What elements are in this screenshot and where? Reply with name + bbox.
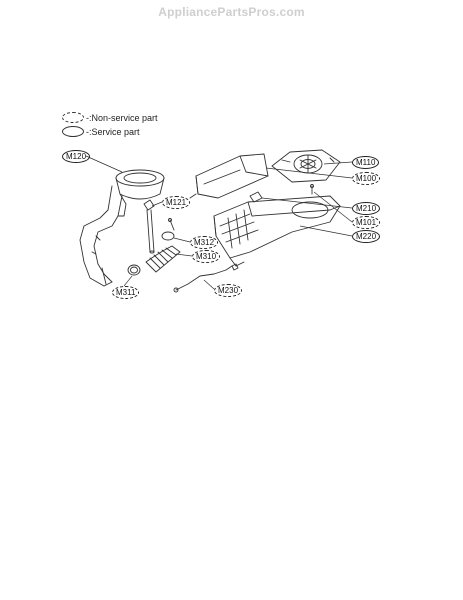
callout-m230: M230 [214, 284, 243, 297]
legend-service: -:Service part [62, 126, 140, 137]
dashed-oval-icon [62, 112, 84, 123]
callout-m100: M100 [352, 172, 381, 185]
callout-m220: M220 [352, 230, 381, 243]
legend-non-service-label: -:Non-service part [86, 112, 158, 123]
solid-oval-icon [62, 126, 84, 137]
part-m220-housing [213, 195, 341, 267]
callout-m101: M101 [352, 216, 381, 229]
part-m121-clip [143, 199, 155, 211]
callout-m312: M312 [190, 236, 219, 249]
leader-m310 [175, 253, 193, 257]
part-m310-hose [145, 245, 181, 273]
callout-m120: M120 [62, 150, 91, 163]
leader-m120 [85, 155, 123, 173]
leader-m121 [151, 201, 163, 207]
leader-m220 [299, 225, 353, 237]
callout-m311: M311 [112, 286, 140, 299]
part-m312-ring [161, 218, 175, 241]
callout-m310: M310 [192, 250, 221, 263]
leader-m101 [313, 191, 353, 223]
part-m311-clamp [127, 264, 141, 276]
legend-non-service: -:Non-service part [62, 112, 158, 123]
part-rod [146, 209, 155, 254]
leader-m230 [203, 279, 215, 290]
leader-m100 [265, 167, 353, 179]
callout-m210: M210 [352, 202, 381, 215]
part-m110-blower [271, 149, 341, 183]
leader-m110 [323, 161, 353, 165]
callout-m121: M121 [162, 196, 191, 209]
leader-m311 [123, 275, 133, 287]
part-m120-duct [79, 169, 165, 287]
part-m100-cover [189, 153, 269, 199]
watermark: AppliancePartsPros.com [158, 5, 305, 19]
leader-m312 [173, 237, 191, 243]
callout-m110: M110 [352, 156, 380, 169]
leader-m210 [261, 197, 353, 209]
legend-service-label: -:Service part [86, 126, 140, 137]
